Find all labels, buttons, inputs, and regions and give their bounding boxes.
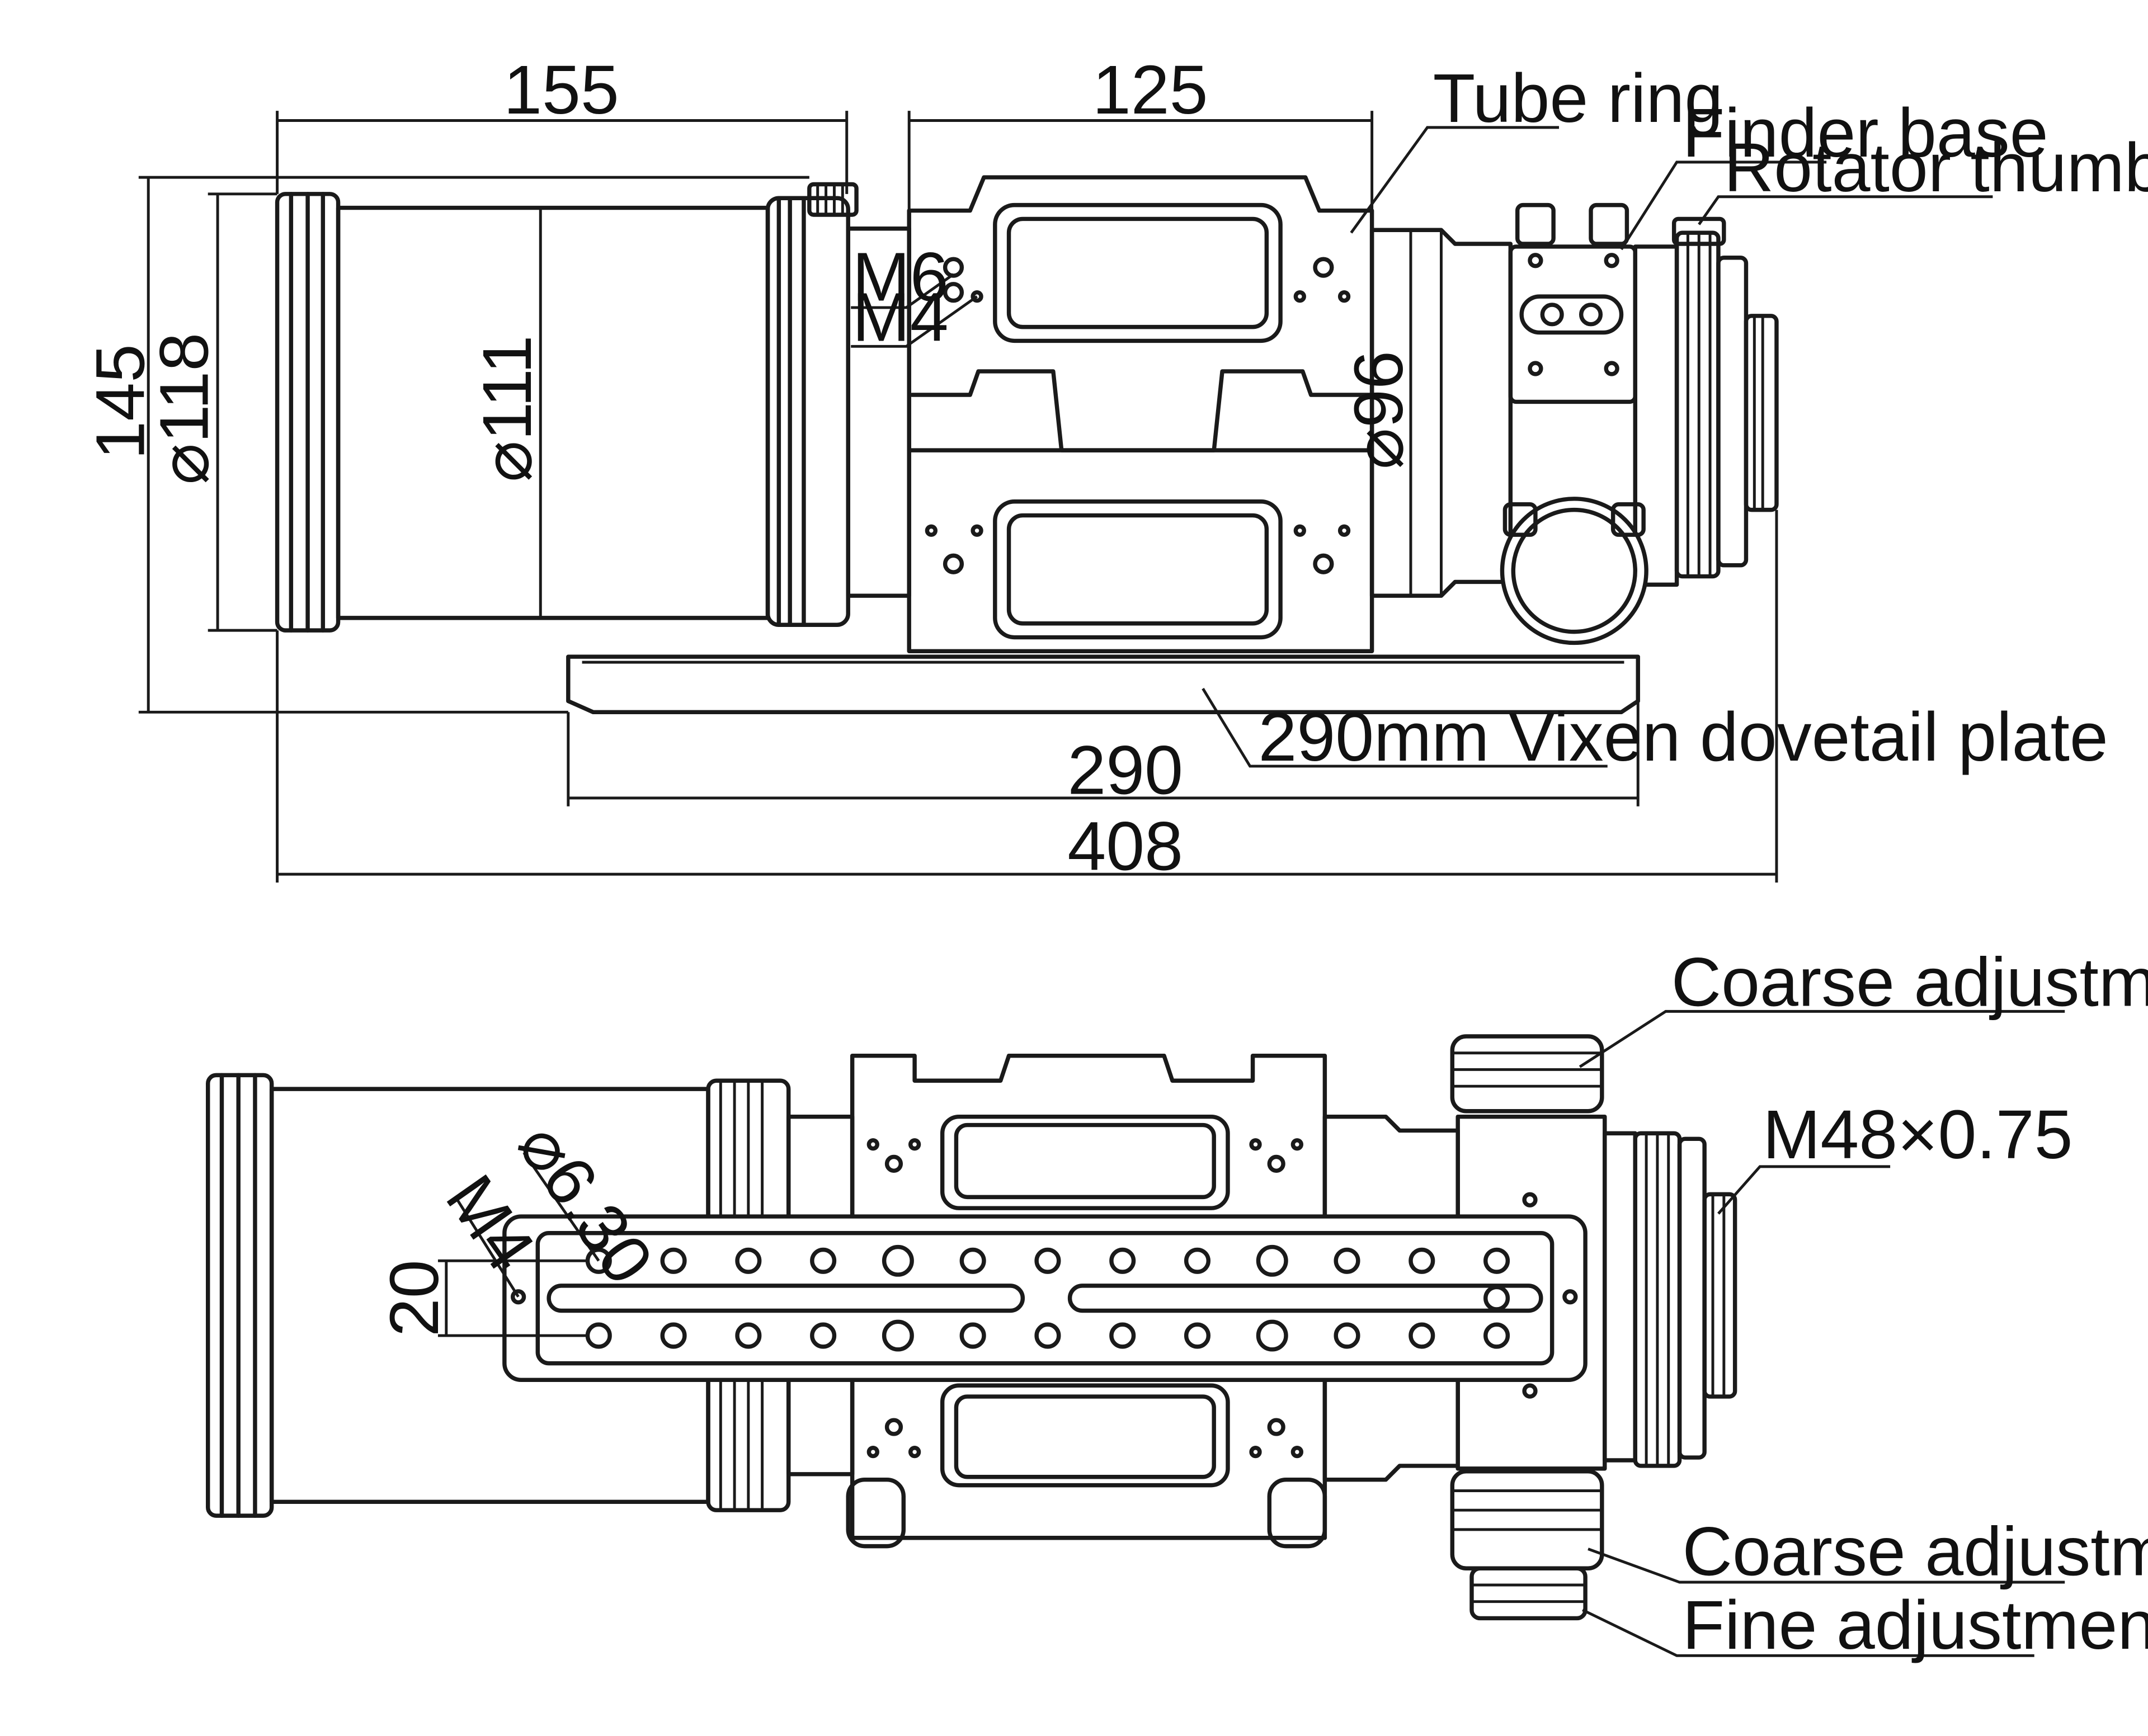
dim-20: 20 <box>376 1259 453 1337</box>
label-coarse-top: Coarse adjustment handwheel <box>1671 944 2148 1021</box>
dim-408: 408 <box>1067 808 1183 885</box>
label-m6: M6 <box>852 239 949 316</box>
dim-dia-96: ⌀96 <box>1340 351 1417 469</box>
dovetail-plate <box>566 654 1640 715</box>
lens-cell <box>765 182 911 627</box>
label-dovetail-plate: 290mm Vixen dovetail plate <box>1258 699 2108 776</box>
bottom-dovetail-plate <box>502 1214 1588 1383</box>
tube-ring <box>907 175 1374 654</box>
focuser-body <box>1369 202 1779 645</box>
top-dimensions: 155 125 145 ⌀118 ⌀111 ⌀96 290 408 <box>82 51 1778 885</box>
label-m4: M4 <box>852 279 949 356</box>
label-rotator-thumb-screw: Rotator thumb screw <box>1724 129 2148 206</box>
dew-shield <box>275 192 770 633</box>
dim-290: 290 <box>1067 732 1183 809</box>
dim-dia-111: ⌀111 <box>469 335 546 482</box>
label-m48: M48×0.75 <box>1763 1096 2072 1173</box>
dim-dia-118: ⌀118 <box>146 333 223 485</box>
bottom-view: 20 ⌀6.30 M4 Coarse adjustment handwheel … <box>206 944 2148 1664</box>
dim-145: 145 <box>82 344 159 460</box>
label-fine: Fine adjustment handwheel <box>1683 1587 2148 1664</box>
dim-125: 125 <box>1092 51 1208 129</box>
label-tube-ring: Tube ring <box>1433 60 1723 137</box>
label-finder-base: Finder base <box>1683 95 2048 172</box>
top-callouts: Tube ring Finder base Rotator thumb scre… <box>851 60 2148 776</box>
bottom-callouts: Coarse adjustment handwheel M48×0.75 Coa… <box>1579 944 2148 1664</box>
dovetail-holes <box>585 1244 1510 1352</box>
top-view: 155 125 145 ⌀118 ⌀111 ⌀96 290 408 <box>82 51 2148 885</box>
label-coarse-bottom: Coarse adjustment handwheel <box>1683 1513 2148 1591</box>
bottom-focuser <box>1322 1034 1737 1621</box>
dim-155: 155 <box>503 51 619 129</box>
bottom-tube-ring <box>846 1053 1327 1549</box>
